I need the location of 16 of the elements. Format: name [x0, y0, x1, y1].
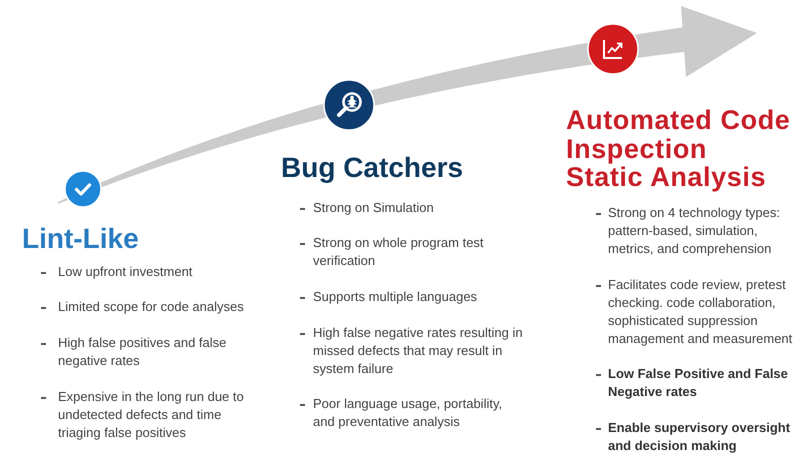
- bullet-text: Expensive in the long run due to undetected defects and time triaging false positives: [58, 388, 245, 442]
- bullet-text: Low False Positive and False Negative rates: [608, 365, 789, 401]
- bullet-text: Enable supervisory oversight and decision making: [608, 419, 792, 455]
- bullet-text: Low upfront investment: [58, 263, 194, 281]
- bullet-text: Strong on 4 technology types: pattern-based, simulation, metrics, and comprehension: [608, 204, 782, 258]
- bullet-text: Strong on whole program test verification: [313, 234, 485, 270]
- bullet-text: Supports multiple languages: [313, 288, 478, 306]
- bullet-text: High false negative rates resulting in missed defects that may result in system failure: [313, 324, 524, 378]
- stage-heading: Lint-Like: [22, 223, 139, 255]
- bullet-text: High false positives and false negative rates: [58, 334, 228, 370]
- bullet-text: Facilitates code review, pretest checking. code collaboration, sophisticated suppression management and measurement: [608, 276, 794, 348]
- stage-heading: Automated Code Inspection Static Analysis: [566, 106, 791, 192]
- bullet-text: Strong on Simulation: [313, 199, 435, 217]
- bullet-text: Limited scope for code analyses: [58, 298, 245, 316]
- stage-heading: Bug Catchers: [281, 152, 464, 184]
- bullet-text: Poor language usage, portability, and preventative analysis: [313, 395, 504, 431]
